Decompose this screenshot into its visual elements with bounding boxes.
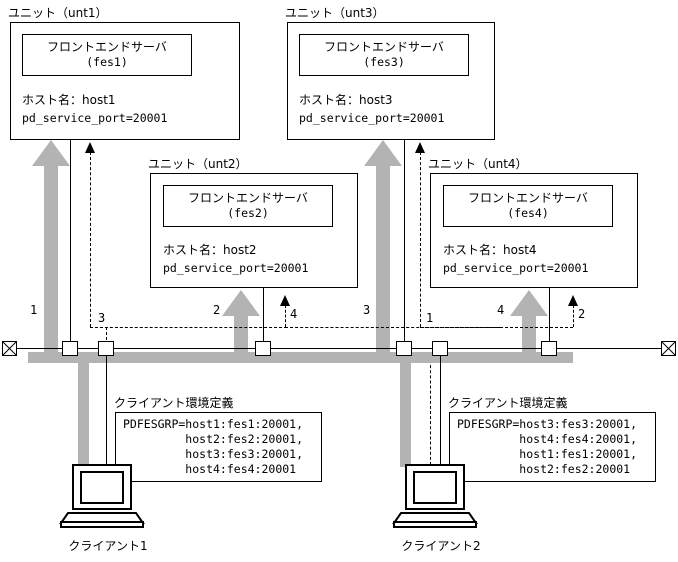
dashed-line-client1-to-fes3-vertical bbox=[90, 152, 91, 327]
fes-name-fes1: (fes1) bbox=[86, 55, 128, 69]
unit-label-unt1: ユニット（unt1） bbox=[8, 6, 108, 20]
dashed-line-client2-to-fes2-vertical bbox=[573, 305, 574, 327]
fes-name-fes3: (fes3) bbox=[363, 55, 405, 69]
fes-title-fes3: フロントエンドサーバ bbox=[324, 40, 444, 54]
fes-box-fes1: フロントエンドサーバ (fes1) bbox=[22, 34, 192, 76]
host-name-unt3: ホスト名：host3 bbox=[299, 93, 393, 107]
unit-box-unt2 bbox=[150, 173, 358, 288]
tap-line-client1 bbox=[106, 355, 107, 470]
bus-tap-client2 bbox=[432, 341, 448, 356]
fes-box-fes3: フロントエンドサーバ (fes3) bbox=[299, 34, 469, 76]
fes-name-fes4: (fes4) bbox=[507, 206, 549, 220]
gray-link-to-client1 bbox=[78, 352, 89, 467]
service-port-unt3: pd_service_port=20001 bbox=[299, 111, 445, 125]
dashed-line-client1-path4-horizontal bbox=[285, 327, 500, 328]
fes-box-fes2: フロントエンドサーバ (fes2) bbox=[163, 185, 333, 227]
bus-tap-client1 bbox=[98, 341, 114, 356]
tap-line-unt2 bbox=[263, 288, 264, 341]
host-name-unt4: ホスト名：host4 bbox=[443, 243, 537, 257]
client-env-box-2: PDFESGRP=host3:fes3:20001, host4:fes4:20… bbox=[449, 412, 656, 482]
path-number-client1-4: 4 bbox=[290, 307, 298, 321]
fes-title-fes2: フロントエンドサーバ bbox=[188, 191, 308, 205]
client-env-label-1: クライアント環境定義 bbox=[114, 396, 234, 410]
tap-line-unt1 bbox=[70, 140, 71, 341]
client-env-label-2: クライアント環境定義 bbox=[448, 396, 568, 410]
path-number-client1-1: 1 bbox=[30, 303, 38, 317]
dashed-arrowhead-client2-to-fes1 bbox=[415, 142, 425, 153]
fes-title-fes4: フロントエンドサーバ bbox=[468, 191, 588, 205]
path-number-client1-3: 3 bbox=[98, 311, 106, 325]
client2-label: クライアント2 bbox=[401, 539, 481, 553]
fes-name-fes2: (fes2) bbox=[227, 206, 269, 220]
path-number-client1-2: 2 bbox=[213, 303, 221, 317]
network-bus-line bbox=[16, 348, 662, 349]
host-name-unt2: ホスト名：host2 bbox=[163, 243, 257, 257]
host-name-unt1: ホスト名：host1 bbox=[22, 93, 116, 107]
tap-line-client2 bbox=[440, 355, 441, 470]
dashed-arrowhead-client1-to-fes4 bbox=[280, 295, 290, 306]
dashed-line-client2-drop bbox=[430, 355, 431, 470]
bus-tap-unt1 bbox=[62, 341, 78, 356]
dashed-arrowhead-client2-to-fes2 bbox=[568, 295, 578, 306]
unit-box-unt4 bbox=[430, 173, 638, 288]
bus-tap-unt4 bbox=[541, 341, 557, 356]
service-port-unt1: pd_service_port=20001 bbox=[22, 111, 168, 125]
unit-label-unt2: ユニット（unt2） bbox=[148, 157, 248, 171]
path-number-client2-2: 2 bbox=[578, 307, 586, 321]
bus-terminator-right-icon bbox=[661, 341, 676, 356]
dashed-line-client2-path1-horizontal bbox=[420, 327, 573, 328]
unit-box-unt1 bbox=[10, 22, 240, 140]
bus-tap-unt3 bbox=[396, 341, 412, 356]
bus-tap-unt2 bbox=[255, 341, 271, 356]
bus-terminator-left-icon bbox=[2, 341, 17, 356]
fes-title-fes1: フロントエンドサーバ bbox=[47, 40, 167, 54]
path-number-client2-1: 1 bbox=[426, 311, 434, 325]
gray-link-to-client2 bbox=[400, 352, 411, 467]
unit-label-unt4: ユニット（unt4） bbox=[428, 157, 528, 171]
client-env-box-1: PDFESGRP=host1:fes1:20001, host2:fes2:20… bbox=[115, 412, 322, 482]
tap-line-unt3 bbox=[404, 140, 405, 341]
service-port-unt2: pd_service_port=20001 bbox=[163, 261, 309, 275]
client1-computer-icon bbox=[55, 463, 160, 532]
fes-box-fes4: フロントエンドサーバ (fes4) bbox=[443, 185, 613, 227]
dashed-line-client1-to-fes4-vertical bbox=[285, 305, 286, 327]
service-port-unt4: pd_service_port=20001 bbox=[443, 261, 589, 275]
client2-computer-icon bbox=[388, 463, 493, 532]
unit-box-unt3 bbox=[287, 22, 495, 140]
client1-label: クライアント1 bbox=[68, 539, 148, 553]
dashed-line-client2-to-fes1-vertical bbox=[420, 152, 421, 327]
dashed-arrowhead-client1-to-fes3 bbox=[85, 142, 95, 153]
path-number-client2-4: 4 bbox=[497, 303, 505, 317]
dashed-line-client1-path3-horizontal bbox=[90, 327, 287, 328]
tap-line-unt4 bbox=[549, 288, 550, 341]
path-number-client2-3: 3 bbox=[363, 303, 371, 317]
unit-label-unt3: ユニット（unt3） bbox=[285, 6, 385, 20]
network-bus-gray bbox=[28, 352, 573, 363]
